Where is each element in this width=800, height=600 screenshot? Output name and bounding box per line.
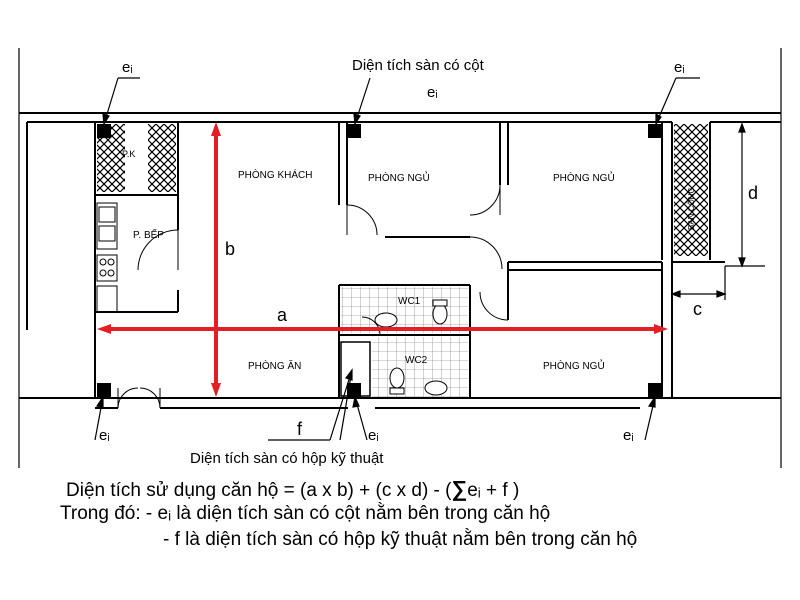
label-d: d	[748, 183, 758, 203]
label-ei-top-left: eᵢ	[122, 59, 133, 76]
column-top-right	[648, 124, 662, 138]
column-top-left	[97, 124, 111, 138]
legend-line-2: - f là diện tích sàn có hộp kỹ thuật nằm…	[163, 529, 638, 550]
room-bedroom2-label: PHÒNG NGỦ	[553, 171, 615, 184]
room-bedroom1-label: PHÒNG NGỦ	[368, 171, 430, 184]
formula-main: Diện tích sử dụng căn hộ = (a x b) + (c …	[66, 480, 452, 501]
dimension-a	[97, 324, 668, 334]
sanitary-fixtures	[374, 299, 448, 396]
doors	[117, 184, 509, 409]
frame-lines	[18, 48, 782, 468]
floor-plan: PHÒNG KHÁCH PHÒNG NGỦ PHÒNG NGỦ PHÒNG NG…	[18, 48, 782, 468]
label-b: b	[225, 239, 235, 259]
leader-lines	[94, 77, 700, 441]
dimension-d	[725, 122, 765, 268]
wc1-floor	[341, 287, 468, 333]
room-balcony-label: BAN CÔNG	[687, 187, 696, 230]
legend-line-1: Trong đó: - eᵢ là diện tích sàn có cột n…	[60, 503, 551, 524]
formula-end: eᵢ + f )	[467, 480, 520, 501]
label-ei-top-right: eᵢ	[674, 59, 685, 76]
area-formula: Diện tích sử dụng căn hộ = (a x b) + (c …	[66, 476, 520, 501]
column-bottom-mid	[347, 383, 361, 397]
room-dining-label: PHÒNG ĂN	[248, 359, 301, 372]
annotation-column-area: Diện tích sàn có cột	[352, 57, 485, 74]
column-bottom-left	[97, 383, 111, 397]
label-ei-top-mid: eᵢ	[427, 84, 438, 101]
dimension-b	[211, 122, 221, 397]
room-bedroom3-label: PHÒNG NGỦ	[543, 359, 605, 372]
room-wc2-label: WC2	[405, 355, 428, 366]
column-top-mid	[347, 124, 361, 138]
balcony-hatch	[674, 124, 708, 256]
pk-hatch	[148, 124, 176, 192]
columns	[97, 124, 662, 397]
wc2-floor	[372, 337, 468, 397]
room-wc1-label: WC1	[398, 296, 421, 307]
label-ei-bottom-mid: eᵢ	[368, 427, 379, 444]
label-ei-bottom-right: eᵢ	[623, 427, 634, 444]
dimension-c	[670, 266, 727, 300]
room-pk-label: P.K	[122, 149, 135, 159]
room-living-label: PHÒNG KHÁCH	[238, 168, 312, 181]
label-f: f	[297, 419, 303, 439]
column-bottom-right	[648, 383, 662, 397]
sigma-symbol: ∑	[451, 476, 468, 501]
kitchen-fixtures	[96, 202, 118, 313]
label-a: a	[277, 305, 288, 325]
annotation-duct-area: Diện tích sàn có hộp kỹ thuật	[190, 450, 384, 467]
label-c: c	[693, 299, 702, 319]
label-ei-bottom-left: eᵢ	[99, 427, 110, 444]
room-kitchen-label: P. BẾP	[133, 228, 164, 241]
